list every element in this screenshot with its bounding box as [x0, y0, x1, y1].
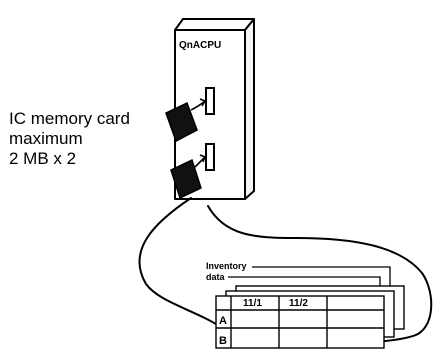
cpu-label: QnACPU [179, 40, 221, 51]
inventory-table [215, 295, 385, 349]
insert-arrow-1 [190, 98, 207, 111]
balloon-outline [138, 197, 433, 345]
memory-note-line2: maximum [9, 129, 83, 148]
col-header-1: 11/1 [243, 298, 262, 309]
ic-memory-card-2 [170, 158, 202, 200]
card-slot-1 [205, 87, 215, 115]
callout-line1: Inventory [206, 261, 247, 271]
ic-memory-card-1 [165, 101, 198, 143]
row-header-a: A [219, 315, 227, 327]
cpu-side-face [244, 18, 255, 200]
col-header-2: 11/2 [289, 298, 308, 309]
card-slot-2 [205, 143, 215, 171]
memory-note-line3: 2 MB x 2 [9, 149, 76, 168]
row-header-b: B [219, 335, 227, 347]
callout-line2: data [206, 272, 226, 282]
memory-note-line1: IC memory card [9, 109, 130, 128]
insert-arrow-2 [194, 154, 207, 168]
cpu-top-face [174, 18, 255, 31]
table-frame [215, 295, 385, 349]
